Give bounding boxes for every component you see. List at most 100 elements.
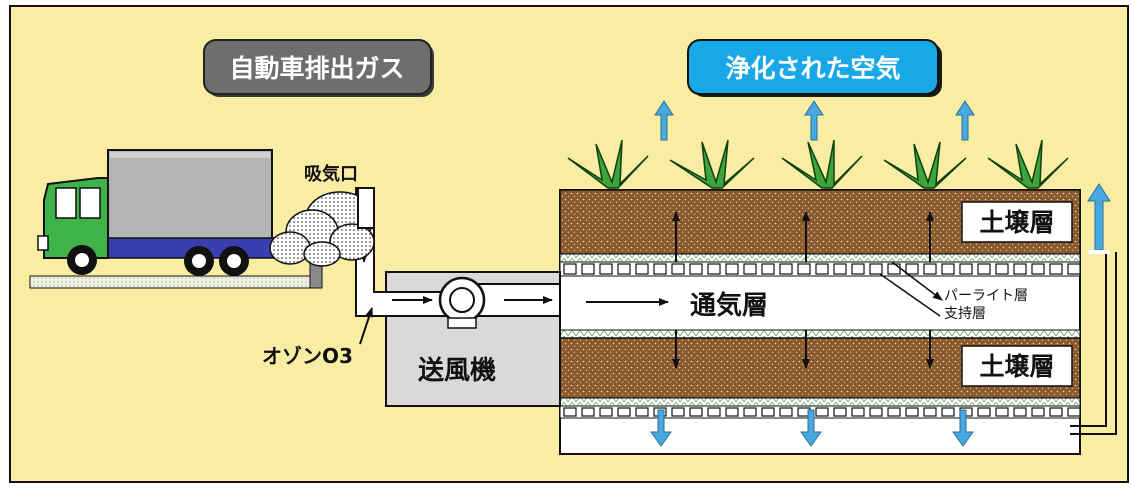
perlite-granule	[995, 407, 1009, 417]
perlite-granule	[923, 263, 937, 275]
perlite-granule	[689, 263, 703, 275]
perlite-granule	[599, 263, 613, 275]
support-layer-middle	[559, 329, 1081, 339]
perlite-granule	[707, 263, 721, 275]
soil-layer-bottom-label: 土壌層	[979, 352, 1054, 381]
perlite-granule	[977, 407, 991, 417]
perlite-granule	[1013, 407, 1027, 417]
truck-window	[79, 187, 101, 219]
up-arrow-icon	[804, 100, 824, 141]
perlite-granule	[815, 263, 829, 275]
perlite-granule	[653, 263, 667, 275]
perlite-granule	[743, 407, 757, 417]
down-arrow-icon	[952, 409, 974, 447]
up-arrow-icon	[1087, 183, 1111, 251]
truck-window	[55, 187, 77, 219]
truck-headlight	[37, 235, 49, 251]
perlite-granule	[761, 263, 775, 275]
intake-label: 吸気口	[304, 163, 358, 185]
perlite-granule	[905, 263, 919, 275]
perlite-granule	[977, 263, 991, 275]
down-arrow-icon	[650, 409, 672, 447]
perlite-granule	[923, 407, 937, 417]
perlite-granule	[1031, 263, 1045, 275]
perlite-granule	[707, 407, 721, 417]
perlite-granule	[1013, 263, 1027, 275]
clean-air-arrows	[654, 100, 1111, 251]
perlite-granule	[995, 263, 1009, 275]
perlite-callout: パーライト層	[891, 261, 1028, 304]
wheel-icon	[67, 245, 249, 276]
ozone-arrow-icon	[359, 307, 373, 345]
support-callout: 支持層	[879, 273, 986, 322]
perlite-granule	[617, 263, 631, 275]
perlite-layer-label: パーライト層	[944, 288, 1028, 304]
support-layer-label: 支持層	[944, 306, 986, 322]
plant-icon	[987, 139, 1069, 189]
soil-layer-top-label: 土壌層	[979, 208, 1054, 237]
perlite-granule	[833, 407, 847, 417]
perlite-granule	[761, 407, 775, 417]
up-arrow-icon	[654, 100, 674, 141]
perlite-granule	[959, 263, 973, 275]
aeration-layer-label: 通気層	[690, 290, 768, 321]
perlite-granule	[941, 263, 955, 275]
plant-icon	[883, 141, 967, 189]
perlite-granule	[635, 407, 649, 417]
perlite-granule	[779, 407, 793, 417]
plants	[567, 139, 1069, 189]
soil-label-bottom-box: 土壌層	[961, 345, 1073, 387]
ground	[29, 275, 321, 289]
perlite-granule	[1031, 407, 1045, 417]
plant-icon	[781, 139, 863, 189]
clean-air-badge: 浄化された空気	[687, 39, 942, 97]
up-arrow-icon	[955, 100, 975, 141]
soil-label-top-box: 土壌層	[961, 201, 1073, 243]
perlite-granule	[725, 263, 739, 275]
clean-air-label: 浄化された空気	[725, 54, 900, 83]
blower-label: 送風機	[418, 356, 496, 386]
air-flow-arrows-soil	[672, 211, 934, 369]
perlite-granule	[1067, 407, 1081, 417]
plant-icon	[669, 139, 755, 189]
perlite-granule	[581, 263, 595, 275]
perlite-granule	[599, 407, 613, 417]
truck-cargo-box	[107, 149, 273, 255]
plant-icon	[567, 139, 649, 189]
perlite-granule	[563, 407, 577, 417]
perlite-granule	[1049, 263, 1063, 275]
drain-arrows	[650, 409, 974, 447]
down-arrow-icon	[800, 409, 822, 447]
perlite-granule	[1049, 407, 1063, 417]
exhaust-label: 自動車排出ガス	[229, 54, 404, 83]
perlite-granule	[869, 407, 883, 417]
perlite-granule	[581, 407, 595, 417]
perlite-granule	[851, 263, 865, 275]
perlite-granule	[869, 263, 883, 275]
perlite-granule	[1067, 263, 1081, 275]
support-layer-bottom	[559, 397, 1081, 407]
outlet-pipe	[1070, 250, 1117, 435]
truck-icon	[37, 149, 279, 276]
perlite-granule	[743, 263, 757, 275]
exhaust-badge: 自動車排出ガス	[203, 39, 434, 97]
perlite-granule	[887, 407, 901, 417]
perlite-granule	[815, 407, 829, 417]
intake-port	[357, 187, 375, 229]
support-layer-top	[559, 253, 1081, 263]
perlite-granule	[671, 407, 685, 417]
perlite-granule	[941, 407, 955, 417]
ozone-label: オゾンO3	[262, 344, 353, 368]
perlite-granule	[887, 263, 901, 275]
perlite-granule	[833, 263, 847, 275]
perlite-granule	[725, 407, 739, 417]
perlite-granule	[671, 263, 685, 275]
perlite-granule	[635, 263, 649, 275]
perlite-granule	[563, 263, 577, 275]
perlite-granule	[779, 263, 793, 275]
perlite-granule	[689, 407, 703, 417]
perlite-granule	[617, 407, 631, 417]
perlite-granule	[797, 263, 811, 275]
perlite-granule	[905, 407, 919, 417]
